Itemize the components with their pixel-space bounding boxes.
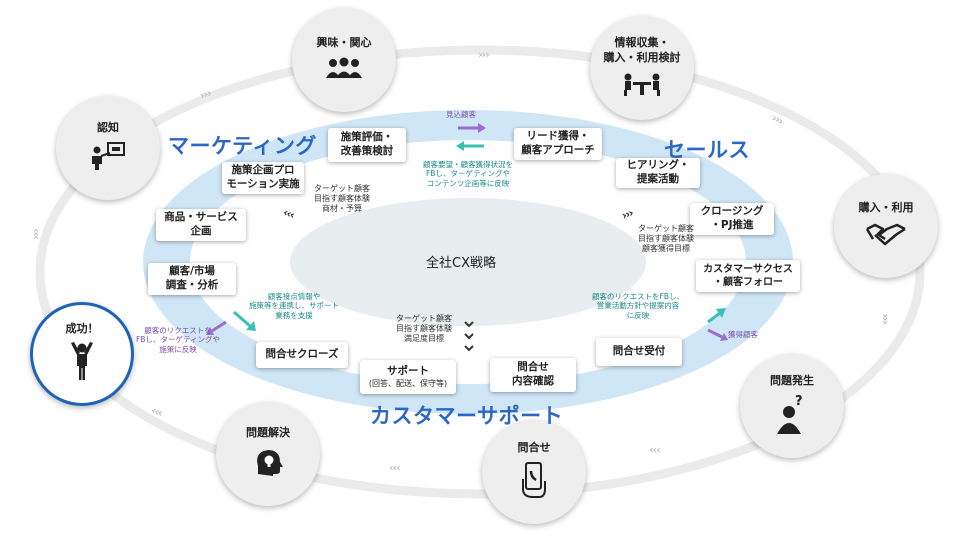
cx-strategy-label: 全社CX戦略 (426, 256, 496, 271)
step-solve-label: 問題解決 (246, 425, 290, 439)
step-awareness-label: 認知 (97, 120, 119, 134)
box-hearing: ヒアリング・ 提案活動 (616, 158, 700, 188)
note-acquired: 獲得顧客 (728, 330, 758, 339)
box-closing: クロージング ・PJ推進 (690, 203, 774, 235)
marketing-title: マーケティング (168, 134, 317, 158)
box-customer-success: カスタマーサクセス ・顧客フォロー (696, 260, 800, 292)
note-support-targets: ターゲット顧客 目指す顧客体験 満足度目標 (396, 314, 452, 343)
top-exchange-arrows (456, 123, 486, 151)
step-info-label: 情報収集・ 購入・利用検討 (603, 36, 681, 64)
outer-journey-ring (35, 45, 925, 499)
step-inquiry-label: 問合せ (517, 440, 551, 454)
flow-chevrons: ››› (650, 444, 661, 457)
step-purchase: 購入・利用 (834, 174, 938, 278)
people-group-icon (324, 56, 364, 84)
note-left-inner: 顧客接点情報や 施策等を連携し、サポート 業務を支援 (249, 292, 339, 320)
box-support: サポート (回答、配送、保守等) (360, 360, 456, 394)
presenter-icon (88, 141, 128, 175)
support-title: カスタマーサポート (370, 404, 564, 428)
note-left-outer: 顧客のリクエストを FBし、ターゲティングや 施策に反映 (135, 326, 220, 354)
step-purchase-label: 購入・利用 (858, 200, 914, 214)
box-product-planning: 商品・サービス 企画 (156, 209, 246, 241)
cx-core (290, 198, 646, 326)
step-info-gathering: 情報収集・ 購入・利用検討 (590, 16, 694, 120)
lightbulb-head-icon (252, 446, 284, 482)
note-right-inner: 顧客のリクエストをFBし、 営業活動方針や提案内容 に反映 (592, 292, 684, 320)
handshake-icon (865, 221, 907, 251)
box-confirm-inquiry: 問合せ 内容確認 (490, 358, 576, 392)
flow-chevrons: ››› (878, 313, 892, 324)
support-box-title: サポート (387, 364, 429, 377)
note-sales-targets: ターゲット顧客 目指す顧客体験 顧客獲得目標 (638, 224, 694, 253)
step-success: 成功！ (30, 302, 134, 406)
step-interest: 興味・関心 (292, 8, 396, 112)
raised-arms-person-icon (67, 342, 97, 386)
flow-chevrons: ››› (478, 48, 490, 61)
note-top-center: 顧客要望・顧客獲得状況を FBし、ターゲティングや コンテンツ企画等に反映 (423, 160, 513, 188)
note-prospect: 見込顧客 (446, 110, 476, 119)
step-awareness: 認知 (56, 96, 160, 200)
step-problem: 問題発生 ? (740, 354, 844, 458)
note-marketing-targets: ターゲット顧客 目指す顧客体験 商材・予算 (314, 184, 370, 213)
left-exchange-arrows (206, 310, 256, 335)
box-inquiry-close: 問合せクローズ (256, 342, 348, 368)
support-chevrons (464, 321, 474, 352)
phone-hand-icon (519, 461, 549, 503)
support-box-subtitle: (回答、配送、保守等) (368, 378, 448, 388)
box-evaluation: 施策評価・ 改善策検討 (328, 128, 406, 162)
step-inquiry: 問合せ (482, 420, 586, 524)
meeting-table-icon (622, 72, 662, 100)
step-solve: 問題解決 (216, 402, 320, 506)
svg-text:?: ? (795, 394, 803, 409)
right-exchange-arrows (707, 308, 728, 341)
step-interest-label: 興味・関心 (316, 35, 372, 49)
flow-chevrons: ››› (28, 229, 42, 240)
box-receive-inquiry: 問合せ受付 (596, 338, 682, 366)
box-promotion: 施策企画プロ モーション実施 (222, 162, 304, 194)
step-problem-label: 問題発生 (770, 373, 814, 387)
box-lead-acquisition: リード獲得・ 顧客アプローチ (514, 128, 602, 160)
box-research: 顧客/市場 調査・分析 (148, 263, 236, 295)
flow-chevrons: ››› (390, 462, 401, 475)
step-success-label: 成功！ (65, 321, 99, 335)
question-person-icon: ? (775, 394, 809, 438)
